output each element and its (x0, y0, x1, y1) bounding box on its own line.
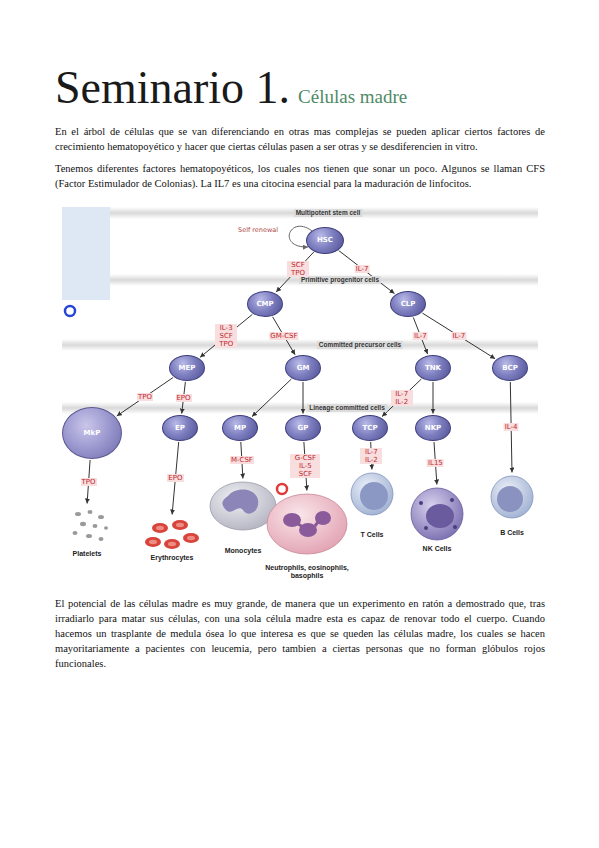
cell-ellipse: MkP (62, 407, 122, 459)
cell-caption: T Cells (361, 531, 384, 539)
annotation-label: Self renewal (238, 226, 278, 234)
growth-factor-label: IL-7 (413, 332, 428, 340)
cell-label: CMP (256, 300, 273, 308)
growth-factor-label: EPO (175, 394, 191, 402)
progenitor-circle: NKP (415, 415, 451, 441)
mature-cell: Monocytes (207, 480, 279, 555)
progenitor-circle: HSC (306, 227, 344, 254)
mature-cell: NK Cells (405, 486, 469, 553)
lineage-arrow (433, 382, 434, 414)
stage-band (110, 207, 538, 219)
lineage-arrow (413, 317, 427, 354)
cell-caption: Platelets (73, 550, 102, 558)
body-paragraph: Tenemos diferentes factores hematopoyéti… (55, 161, 545, 191)
stage-band-label: Multipotent stem cell (294, 209, 363, 217)
cell-caption: NK Cells (423, 545, 452, 553)
lineage-arrow (382, 379, 421, 417)
growth-factor-label: IL-7 (355, 265, 370, 273)
cell-label: BCP (502, 364, 518, 372)
growth-factor-label: G-CSF IL-5 SCF (290, 454, 320, 478)
mature-cell: B Cells (488, 474, 536, 537)
cell-label: NKP (425, 424, 441, 432)
stage-band-label: Lineage committed cells (307, 404, 387, 412)
page-title: Seminario 1. (55, 64, 290, 112)
lineage-arrow (339, 251, 395, 294)
cell-label: MkP (84, 429, 101, 437)
growth-factor-label: IL-3 SCF TPO (215, 324, 237, 348)
growth-factor-label: GM-CSF (269, 332, 298, 340)
mature-cell: Neutrophils, eosinophils, basophils (257, 492, 357, 580)
cell-label: MEP (179, 364, 196, 372)
growth-factor-label: IL-7 IL-2 (360, 448, 382, 464)
cell-label: CLP (401, 300, 416, 308)
progenitor-circle: GM (285, 355, 321, 381)
cell-label: EP (175, 424, 185, 432)
body-paragraph: El potencial de las células madre es muy… (55, 596, 545, 671)
cell-label: MP (234, 424, 246, 432)
section-subtitle: Células madre (298, 86, 407, 108)
growth-factor-label: EPO (167, 474, 183, 482)
mature-cell: T Cells (350, 471, 394, 539)
stage-band-label: Committed precursor cells (317, 341, 403, 349)
erythrocytes-drawing (145, 520, 199, 549)
growth-factor-label: TPO (81, 478, 97, 486)
progenitor-circle: TCP (352, 415, 388, 441)
growth-factor-label: SCF TPO (287, 261, 309, 277)
neutrophil-drawing (267, 494, 347, 554)
lineage-arrow (303, 382, 304, 414)
growth-factor-label: TPO (137, 393, 153, 401)
stage-band (110, 274, 538, 286)
growth-factor-label: IL-7 (451, 332, 466, 340)
red-ring-icon (277, 484, 287, 494)
cell-caption: Neutrophils, eosinophils, basophils (257, 564, 357, 580)
cell-label: GM (297, 364, 310, 372)
monocyte-drawing (210, 482, 276, 530)
cell-label: HSC (317, 236, 333, 244)
growth-factor-label: IL-7 IL-2 (391, 390, 413, 406)
nk-cell-drawing (411, 488, 463, 540)
growth-factor-label: IL-4 (504, 423, 519, 431)
body-paragraph: En el árbol de células que se van difere… (55, 124, 545, 154)
cell-label: TCP (362, 424, 377, 432)
title-row: Seminario 1. Células madre (55, 64, 407, 112)
lineage-arrow (276, 252, 314, 292)
progenitor-circle: CLP (390, 291, 426, 317)
growth-factor-label: IL15 (427, 459, 444, 467)
platelets-drawing (73, 510, 109, 541)
cell-caption: Erythrocytes (151, 554, 194, 562)
progenitor-circle: BCP (492, 355, 528, 381)
progenitor-circle: MP (222, 415, 258, 441)
mature-cell: Erythrocytes (140, 516, 204, 562)
lineage-arrow (422, 313, 495, 359)
stage-band-label: Primitive progenitor cells (299, 276, 381, 284)
progenitor-circle: MEP (169, 355, 205, 381)
lineage-arrow (117, 378, 173, 417)
cell-label: TNK (425, 364, 441, 372)
cell-caption: Monocytes (225, 547, 262, 555)
progenitor-circle: EP (162, 415, 198, 441)
b-cell-drawing (491, 476, 533, 518)
cell-caption: B Cells (500, 529, 524, 537)
progenitor-circle: GP (285, 415, 321, 441)
cell-label: GP (298, 424, 309, 432)
side-panel (62, 207, 110, 300)
progenitor-circle: CMP (247, 291, 283, 317)
growth-factor-label: M-CSF (230, 456, 254, 464)
lineage-arrow (200, 314, 252, 357)
progenitor-circle: TNK (415, 355, 451, 381)
lineage-arrow (252, 379, 291, 417)
blue-ring-icon (65, 306, 75, 316)
t-cell-drawing (351, 473, 393, 515)
stage-band (62, 402, 538, 414)
mature-cell: Platelets (60, 505, 114, 558)
